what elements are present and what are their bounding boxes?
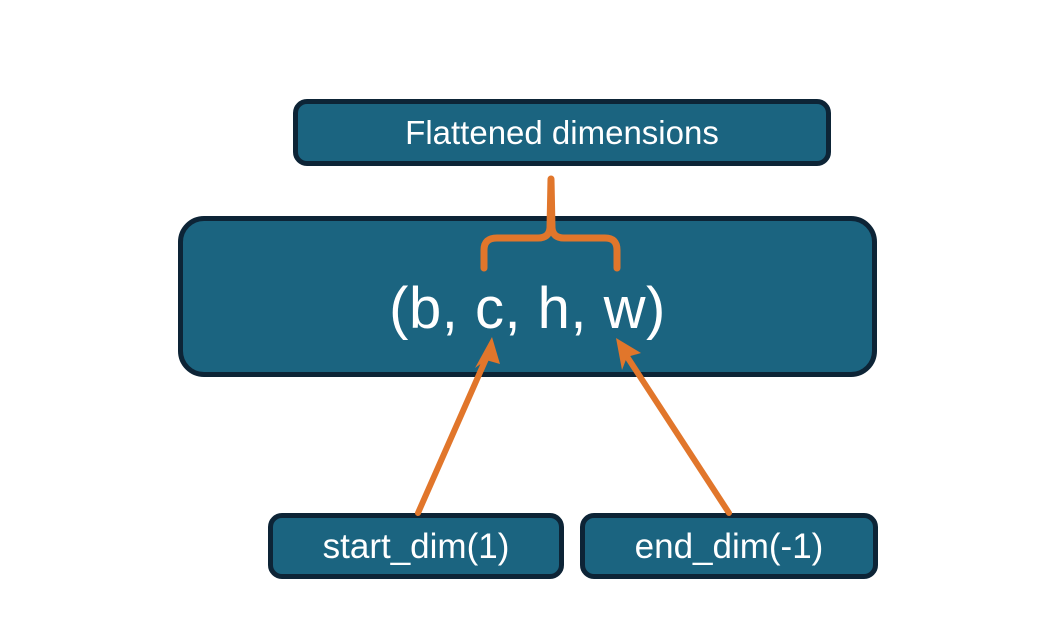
start-dim-arrow-icon [415,337,500,516]
end-dim-arrow-icon [616,338,732,516]
flattened-range-brace-icon [480,175,621,272]
